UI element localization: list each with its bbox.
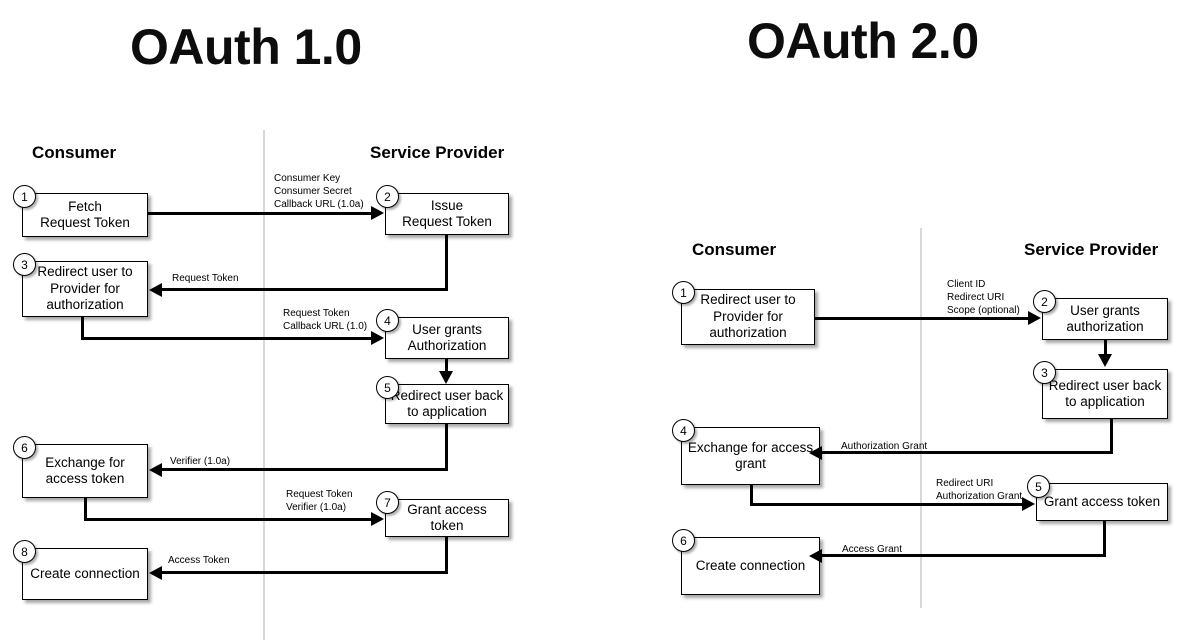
oauth2-edge-5-6-vline (1103, 521, 1106, 556)
oauth2-node-4-label: Exchange for access grant (687, 439, 814, 471)
oauth1-node-2-label: Issue Request Token (402, 197, 492, 229)
oauth2-title: OAuth 2.0 (747, 13, 979, 69)
oauth2-badge-6: 6 (672, 529, 695, 552)
oauth1-badge-4: 4 (376, 309, 399, 332)
oauth1-lane-consumer: Consumer (32, 143, 117, 162)
oauth2-node-4[interactable]: Exchange for access grant (681, 427, 820, 485)
oauth2-edge-4-5-arrowhead (1022, 497, 1035, 511)
oauth2-badge-4: 4 (672, 419, 695, 442)
oauth1-node-4-label: User grants Authorization (407, 321, 487, 353)
oauth1-edge-5-6-hline (162, 468, 448, 471)
oauth2-node-3[interactable]: Redirect user back to application (1042, 369, 1168, 419)
oauth1-title: OAuth 1.0 (130, 19, 362, 75)
oauth2-lane-divider (920, 228, 922, 608)
oauth1-edge-7-8-arrowhead (149, 566, 162, 580)
oauth1-node-1-label: Fetch Request Token (40, 198, 130, 230)
oauth1-badge-7: 7 (376, 491, 399, 514)
oauth2-edge-label-3: Redirect URI Authorization Grant (936, 478, 1023, 503)
oauth2-edge-1-2-arrowhead (1028, 311, 1041, 325)
oauth2-node-3-label: Redirect user back to application (1048, 377, 1162, 409)
oauth1-node-6[interactable]: Exchange for access token (22, 444, 148, 498)
oauth1-edge-1-2-line (148, 212, 372, 215)
oauth1-edge-label-5: Request Token Verifier (1.0a) (286, 489, 353, 514)
oauth2-node-2[interactable]: User grants authorization (1042, 298, 1168, 340)
oauth2-node-6[interactable]: Create connection (681, 537, 820, 595)
oauth1-edge-3-4-arrowhead (371, 331, 384, 345)
oauth1-node-4[interactable]: User grants Authorization (385, 317, 509, 359)
oauth2-edge-2-3-vline (1104, 340, 1107, 356)
oauth2-edge-3-4-vline (1110, 419, 1113, 453)
oauth2-edge-4-5-hline (750, 503, 1024, 506)
oauth2-badge-5: 5 (1027, 475, 1050, 498)
oauth1-node-5-label: Redirect user back to application (390, 387, 504, 419)
oauth1-edge-label-1: Consumer Key Consumer Secret Callback UR… (274, 173, 364, 211)
oauth2-edge-3-4-arrowhead (809, 446, 822, 460)
oauth2-edge-1-2-line (815, 317, 1030, 320)
oauth1-edge-2-3-vline (445, 233, 448, 290)
oauth1-badge-2: 2 (376, 185, 399, 208)
oauth1-edge-5-6-vline (445, 424, 448, 470)
oauth2-lane-consumer: Consumer (692, 240, 777, 259)
oauth2-edge-2-3-arrowhead (1098, 354, 1112, 367)
oauth1-edge-3-4-vline (81, 317, 84, 339)
oauth2-node-5[interactable]: Grant access token (1036, 483, 1168, 521)
oauth2-node-1-label: Redirect user to Provider for authorizat… (700, 292, 796, 341)
oauth2-node-6-label: Create connection (695, 557, 806, 573)
oauth1-node-2[interactable]: Issue Request Token (385, 193, 509, 235)
oauth2-node-1[interactable]: Redirect user to Provider for authorizat… (681, 289, 815, 345)
oauth2-edge-5-6-arrowhead (809, 549, 822, 563)
oauth1-edge-2-3-hline (162, 288, 448, 291)
oauth1-lane-service-provider: Service Provider (370, 143, 505, 162)
oauth1-edge-1-2-arrowhead (371, 206, 384, 220)
oauth2-edge-4-5-vline (750, 485, 753, 505)
oauth2-edge-5-6-hline (822, 554, 1106, 557)
oauth1-badge-3: 3 (13, 253, 36, 276)
oauth1-badge-1: 1 (13, 185, 36, 208)
oauth1-edge-7-8-hline (162, 571, 448, 574)
oauth2-node-5-label: Grant access token (1043, 493, 1161, 509)
oauth1-edge-label-4: Verifier (1.0a) (170, 456, 231, 467)
oauth1-node-3[interactable]: Redirect user to Provider for authorizat… (22, 261, 148, 317)
oauth1-node-7[interactable]: Grant access token (385, 499, 509, 537)
oauth2-badge-1: 1 (672, 281, 695, 304)
oauth1-node-7-label: Grant access token (407, 501, 487, 533)
oauth2-edge-label-4: Access Grant (842, 544, 903, 555)
oauth2-edge-3-4-hline (822, 451, 1113, 454)
oauth1-edge-label-2: Request Token (172, 273, 239, 284)
oauth1-edge-7-8-vline (445, 537, 448, 573)
oauth1-lane-divider (263, 130, 265, 640)
oauth1-edge-4-5-vline (445, 359, 448, 373)
oauth1-badge-8: 8 (13, 540, 36, 563)
oauth1-edge-label-3: Request Token Callback URL (1.0) (283, 308, 368, 333)
oauth2-lane-service-provider: Service Provider (1024, 240, 1159, 259)
oauth1-edge-2-3-arrowhead (149, 283, 162, 297)
oauth1-badge-5: 5 (376, 376, 399, 399)
oauth1-edge-5-6-arrowhead (149, 463, 162, 477)
oauth1-edge-6-7-hline (84, 518, 373, 521)
oauth2-badge-2: 2 (1033, 290, 1056, 313)
oauth1-node-5[interactable]: Redirect user back to application (385, 384, 509, 424)
oauth2-badge-3: 3 (1033, 361, 1056, 384)
oauth1-node-6-label: Exchange for access token (45, 454, 125, 486)
oauth1-edge-4-5-arrowhead (439, 371, 453, 384)
oauth2-node-2-label: User grants authorization (1066, 302, 1144, 334)
oauth1-edge-6-7-vline (84, 498, 87, 520)
oauth1-node-3-label: Redirect user to Provider for authorizat… (37, 264, 133, 313)
oauth1-node-8-label: Create connection (30, 565, 140, 581)
oauth1-edge-3-4-hline (81, 337, 373, 340)
oauth1-edge-label-6: Access Token (168, 555, 230, 566)
oauth2-edge-label-2: Authorization Grant (841, 441, 928, 452)
oauth1-edge-6-7-arrowhead (371, 512, 384, 526)
oauth1-node-1[interactable]: Fetch Request Token (22, 193, 148, 237)
oauth1-node-8[interactable]: Create connection (22, 548, 148, 600)
oauth1-badge-6: 6 (13, 436, 36, 459)
oauth2-edge-label-1: Client ID Redirect URI Scope (optional) (947, 279, 1020, 317)
